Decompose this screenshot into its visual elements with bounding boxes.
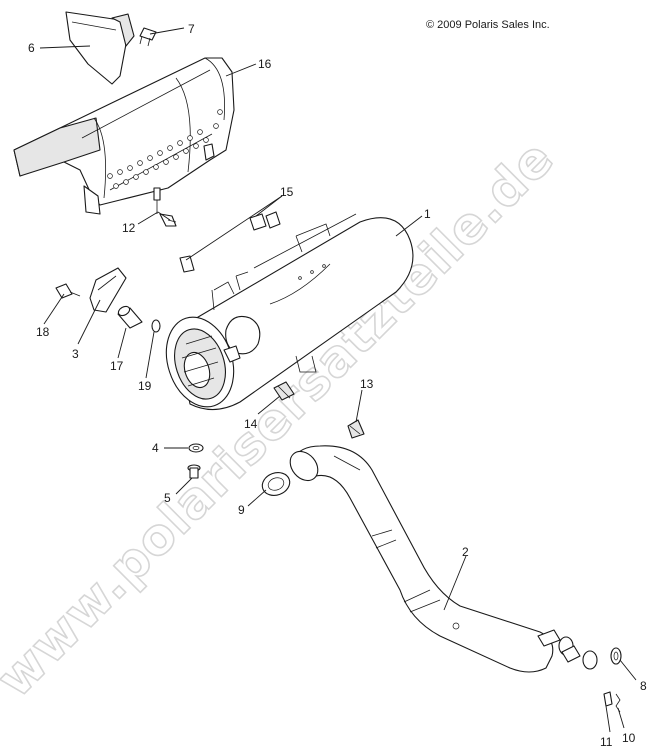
callout-5: 5 (164, 491, 171, 505)
callout-15: 15 (280, 185, 294, 199)
heat-shield-vent-holes (107, 109, 223, 189)
washer-part-4[interactable] (188, 443, 204, 453)
callout-11: 11 (600, 735, 613, 749)
washer-part-19[interactable] (151, 319, 161, 333)
gasket-part-9[interactable] (259, 469, 293, 499)
bolt-part-5[interactable] (187, 464, 201, 479)
callout-16: 16 (258, 57, 272, 71)
clamp-part-13[interactable] (347, 419, 365, 439)
copyright-text: © 2009 Polaris Sales Inc. (426, 19, 550, 31)
callout-14: 14 (244, 417, 258, 431)
callout-18: 18 (36, 325, 50, 339)
muffler-part-1[interactable] (155, 213, 414, 416)
spacer-part-17[interactable] (117, 305, 143, 329)
gasket-part-8[interactable] (610, 647, 622, 665)
clip-part-11[interactable] (603, 691, 613, 707)
head-pipe-part-2[interactable] (285, 445, 598, 673)
callout-6: 6 (28, 41, 35, 55)
leader-lines (39, 27, 637, 733)
callout-4: 4 (152, 441, 159, 455)
bolt-part-18[interactable] (55, 283, 81, 299)
callout-12: 12 (122, 221, 136, 235)
callout-1: 1 (424, 207, 431, 221)
callout-9: 9 (238, 503, 245, 517)
callout-19: 19 (138, 379, 152, 393)
heat-shield-part-16[interactable] (13, 57, 235, 215)
shield-bracket-part-6[interactable] (65, 11, 135, 85)
callout-10: 10 (622, 731, 636, 745)
screw-part-7[interactable] (139, 27, 157, 47)
grommets-part-15[interactable] (179, 211, 281, 273)
bolts-part-12[interactable] (153, 187, 177, 227)
callout-numbers: 1 2 3 4 5 6 7 8 9 10 11 12 13 14 15 16 1… (28, 22, 647, 749)
callout-13: 13 (360, 377, 374, 391)
callout-8: 8 (640, 679, 647, 693)
callout-17: 17 (110, 359, 124, 373)
callout-7: 7 (188, 22, 195, 36)
bracket-part-3[interactable] (89, 267, 127, 313)
callout-2: 2 (462, 545, 469, 559)
callout-3: 3 (72, 347, 79, 361)
